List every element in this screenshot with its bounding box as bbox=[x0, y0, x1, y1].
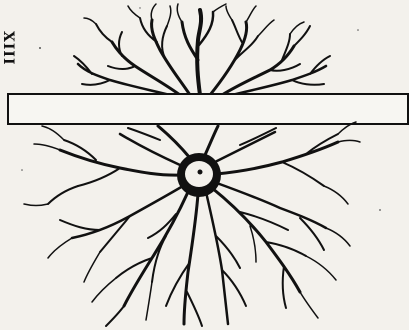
horizontal-bar bbox=[8, 94, 408, 124]
lower-dendrites bbox=[24, 122, 360, 326]
cell-body bbox=[177, 153, 221, 197]
upper-dendrites bbox=[74, 4, 330, 95]
